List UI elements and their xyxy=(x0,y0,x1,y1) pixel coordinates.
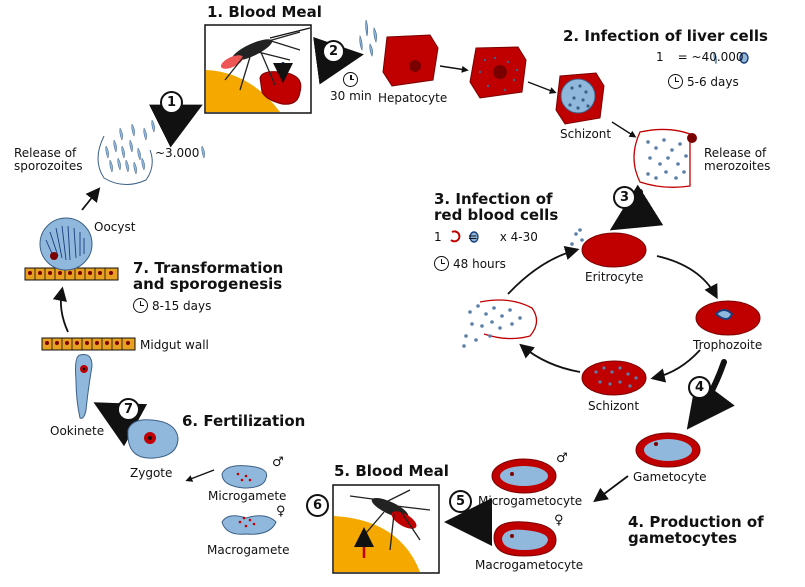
rbc-ratio-icons xyxy=(450,230,479,243)
blood-meal-panel-1 xyxy=(204,24,312,114)
step-title-5: 5. Blood Meal xyxy=(334,462,449,480)
clock-icon xyxy=(668,74,683,89)
rbc-multiplier: x 4-30 xyxy=(499,230,538,244)
step-title-3-line1: 3. Infection of xyxy=(434,190,553,208)
zygote-cell xyxy=(127,419,179,459)
merozoite-release xyxy=(633,128,697,188)
mosquito-icon xyxy=(220,27,311,91)
sporozoite-release xyxy=(97,51,717,185)
label-microgametocyte: Microgametocyte xyxy=(478,494,583,508)
label-microgamete: Microgamete xyxy=(208,489,287,503)
label-eritrocyte: Eritrocyte xyxy=(585,270,644,284)
label-schizont-liver: Schizont xyxy=(560,127,612,141)
label-sporozoite-count: ~3.000 xyxy=(155,146,200,160)
time-30-min: 30 min xyxy=(330,72,372,103)
oocyst-cell xyxy=(39,217,93,271)
duration-liver: 5-6 days xyxy=(668,74,739,89)
clock-icon xyxy=(133,298,148,313)
ratio-one: 1 xyxy=(656,50,664,64)
infected-hepatocyte-cell xyxy=(469,46,527,99)
duration-label: 5-6 days xyxy=(687,74,739,89)
label-oocyst: Oocyst xyxy=(94,220,136,234)
label-midgut-wall: Midgut wall xyxy=(140,338,209,352)
rbc-schizont-cell xyxy=(581,360,647,396)
clock-icon xyxy=(434,256,449,271)
step-title-4-line2: gametocytes xyxy=(628,529,738,547)
label-macrogametocyte: Macrogametocyte xyxy=(475,558,584,572)
ratio-text: = ~40.000 xyxy=(677,50,744,64)
step-number-1: 1 xyxy=(160,91,183,114)
gametocyte-cell xyxy=(635,432,701,468)
step-title-7-line1: 7. Transformation xyxy=(133,259,284,277)
female-symbol-icon: ♀ xyxy=(554,513,564,528)
step-title-3-line2: red blood cells xyxy=(434,206,559,224)
label-trophozoite: Trophozoite xyxy=(693,338,763,352)
trophozoite-cell xyxy=(695,300,761,336)
label-zygote: Zygote xyxy=(130,466,173,480)
mosquito-icon xyxy=(349,489,431,551)
rbc-one: 1 xyxy=(434,230,442,244)
step-title-2: 2. Infection of liver cells xyxy=(563,27,768,45)
step-number-2: 2 xyxy=(322,40,345,63)
step-number-5: 5 xyxy=(449,490,472,513)
clock-icon xyxy=(343,72,359,87)
duration-rbc: 48 hours xyxy=(434,256,506,271)
hepatocyte-cell xyxy=(382,34,439,87)
step-number-4: 4 xyxy=(688,376,711,399)
ookinete-cell xyxy=(75,354,93,419)
label-release-sporozoites-1: Release of xyxy=(14,146,77,160)
step-title-7-line2: and sporogenesis xyxy=(133,275,283,293)
merozoite-ratio: 1 = ~40.000 xyxy=(656,50,744,64)
sporozoite-icons xyxy=(359,19,377,57)
label-schizont-rbc: Schizont xyxy=(588,399,640,413)
step-number-3: 3 xyxy=(613,186,636,209)
macrogamete-cell xyxy=(221,515,277,535)
merozoite-ratio-icon xyxy=(739,52,749,64)
microgametocyte-cell xyxy=(491,458,557,494)
duration-label: 48 hours xyxy=(453,256,506,271)
duration-label: 8-15 days xyxy=(152,298,212,313)
step-title-1: 1. Blood Meal xyxy=(207,3,322,21)
label-release-merozoites-1: Release of xyxy=(704,146,767,160)
rbc-ratio: 1 = x 4-30 xyxy=(434,230,538,244)
time-label: 30 min xyxy=(330,89,372,103)
step-title-6: 6. Fertilization xyxy=(182,412,306,430)
rbc-equals: = xyxy=(467,230,478,244)
microgamete-cell xyxy=(221,465,268,489)
step-number-7: 7 xyxy=(117,398,140,421)
label-release-merozoites-2: merozoites xyxy=(704,159,771,173)
liver-schizont-cell xyxy=(555,72,605,125)
label-hepatocyte: Hepatocyte xyxy=(378,91,448,105)
free-merozoites xyxy=(570,228,584,246)
male-symbol-icon: ♂ xyxy=(272,455,284,470)
step-number-6: 6 xyxy=(306,494,329,517)
duration-sporogenesis: 8-15 days xyxy=(133,298,211,313)
blood-meal-panel-5 xyxy=(332,484,440,574)
label-release-sporozoites-2: sporozoites xyxy=(14,159,83,173)
ruptured-rbc xyxy=(462,299,538,348)
female-symbol-icon: ♀ xyxy=(276,504,286,519)
eritrocyte-cell xyxy=(581,232,647,268)
midgut-wall-lower xyxy=(41,337,136,351)
step-title-4-line1: 4. Production of xyxy=(628,513,764,531)
label-gametocyte: Gametocyte xyxy=(633,470,707,484)
macrogametocyte-cell xyxy=(493,521,557,557)
label-ookinete: Ookinete xyxy=(50,424,105,438)
label-macrogamete: Macrogamete xyxy=(207,543,290,557)
male-symbol-icon: ♂ xyxy=(556,451,568,466)
